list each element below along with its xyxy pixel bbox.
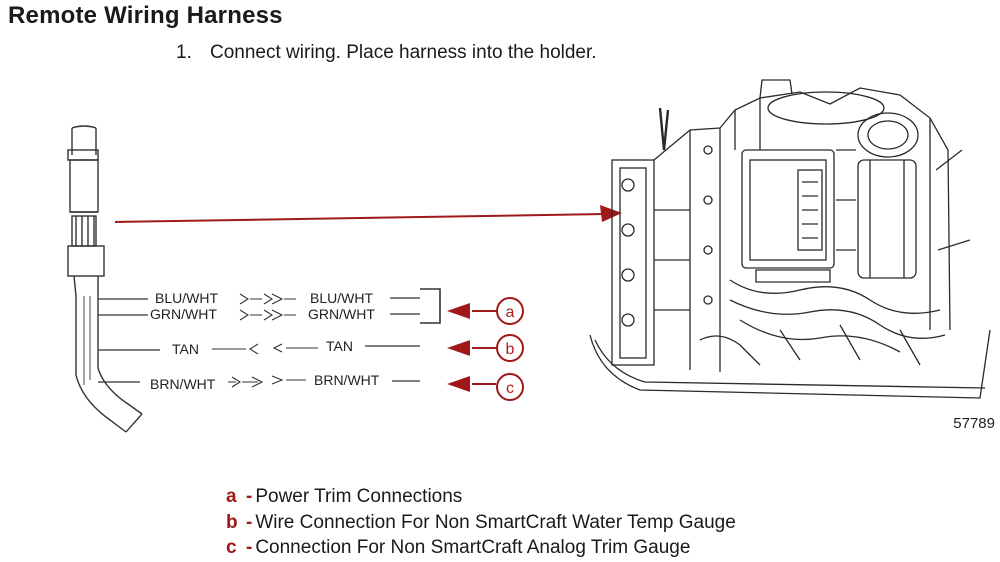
engine-illustration bbox=[589, 79, 991, 399]
callout-letter-b: b bbox=[506, 341, 515, 358]
legend-text-c: Connection For Non SmartCraft Analog Tri… bbox=[255, 537, 691, 558]
connector-pointer-arrow bbox=[114, 205, 622, 223]
step-text: Connect wiring. Place harness into the h… bbox=[210, 42, 597, 63]
page-title: Remote Wiring Harness bbox=[8, 2, 283, 29]
harness-connector-illustration bbox=[67, 125, 143, 433]
figure-number: 57789 bbox=[953, 415, 995, 432]
wire-lines bbox=[98, 288, 441, 383]
legend-key-c: c bbox=[226, 537, 237, 558]
callout-letter-a: a bbox=[506, 304, 515, 321]
callout-a: a bbox=[447, 297, 524, 325]
legend-separator-a: - bbox=[246, 486, 253, 507]
wire-label-left-grn-wht: GRN/WHT bbox=[150, 306, 217, 322]
callout-letter-c: c bbox=[506, 380, 514, 397]
legend-separator-b: - bbox=[246, 511, 253, 533]
wire-label-left-blu-wht: BLU/WHT bbox=[155, 290, 218, 306]
wire-label-right-tan: TAN bbox=[326, 338, 353, 354]
legend-text-a: Power Trim Connections bbox=[255, 486, 463, 507]
wire-label-right-brn-wht: BRN/WHT bbox=[314, 372, 380, 388]
legend-item-c: c-Connection For Non SmartCraft Analog T… bbox=[226, 535, 736, 561]
step-number: 1. bbox=[176, 42, 192, 63]
connector-symbols bbox=[212, 293, 318, 388]
callout-b: b bbox=[447, 334, 524, 362]
wire-label-right-blu-wht: BLU/WHT bbox=[310, 290, 373, 306]
callout-c: c bbox=[447, 373, 524, 401]
legend-key-a: a bbox=[226, 486, 237, 507]
legend: a-Power Trim Connections b-Wire Connecti… bbox=[226, 484, 736, 561]
legend-item-b: b-Wire Connection For Non SmartCraft Wat… bbox=[226, 510, 736, 536]
wire-label-left-brn-wht: BRN/WHT bbox=[150, 376, 216, 392]
wire-label-right-grn-wht: GRN/WHT bbox=[308, 306, 375, 322]
legend-separator-c: - bbox=[246, 537, 253, 558]
instruction-step: 1. Connect wiring. Place harness into the… bbox=[176, 42, 597, 64]
wire-label-left-tan: TAN bbox=[172, 341, 199, 357]
legend-text-b: Wire Connection For Non SmartCraft Water… bbox=[255, 511, 736, 533]
legend-key-b: b bbox=[226, 511, 238, 533]
legend-item-a: a-Power Trim Connections bbox=[226, 484, 736, 510]
